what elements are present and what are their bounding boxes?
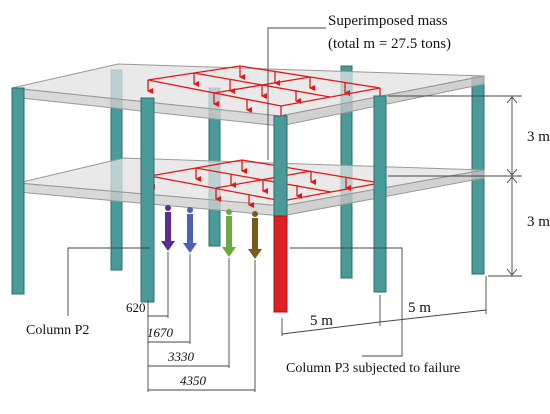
sensor-point — [165, 205, 171, 211]
lower-slab — [17, 157, 485, 217]
column-p3-failed — [273, 215, 288, 313]
sensor-arrow-3 — [222, 247, 236, 257]
story-height-lower: 3 m — [527, 214, 550, 230]
sensor-point — [187, 207, 193, 213]
sensors — [161, 205, 262, 259]
column-p3-upper — [273, 115, 288, 217]
offset-620: 620 — [126, 300, 146, 315]
sensor-point — [252, 211, 258, 217]
sensor-arrow-1 — [161, 241, 175, 251]
sensor-arrow-2 — [183, 243, 197, 253]
upper-slab — [11, 63, 485, 127]
leader-lines — [67, 27, 522, 392]
sensor-point — [226, 209, 232, 215]
column — [373, 95, 387, 293]
mass-title: Superimposed mass — [328, 13, 448, 29]
offset-1670: 1670 — [147, 325, 174, 340]
offset-4350: 4350 — [180, 373, 207, 388]
sensor-arrow-4 — [248, 249, 262, 259]
offset-3330: 3330 — [167, 349, 195, 364]
bay-width-left: 5 m — [310, 313, 333, 329]
column — [11, 87, 25, 295]
column-p3-label: Column P3 subjected to failure — [286, 361, 460, 376]
bay-width-right: 5 m — [408, 300, 431, 316]
front-columns — [11, 87, 387, 313]
story-height-upper: 3 m — [527, 129, 550, 145]
mass-detail: (total m = 27.5 tons) — [328, 36, 451, 52]
column-p2 — [140, 97, 155, 303]
column-p2-label: Column P2 — [26, 323, 89, 338]
